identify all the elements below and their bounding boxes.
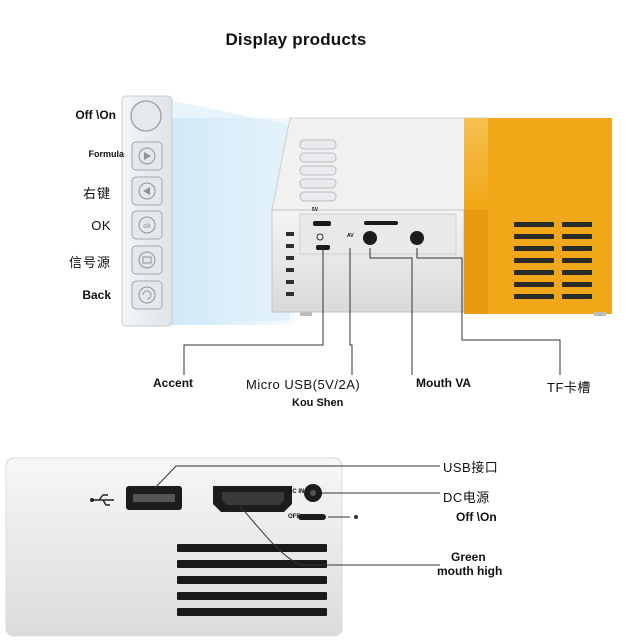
label-green: Green: [451, 550, 486, 564]
label-formula: Formula: [88, 149, 124, 159]
label-ok: OK: [91, 218, 111, 233]
ok-button: ok: [131, 210, 163, 240]
label-mouth-va: Mouth VA: [416, 376, 472, 390]
button-panel: ok: [121, 95, 173, 327]
label-back: Back: [82, 288, 111, 302]
label-micro-usb: Micro USB(5V/2A): [246, 377, 361, 392]
back-button: [131, 280, 163, 310]
av-jack: [410, 231, 424, 245]
label-accent: Accent: [153, 376, 194, 390]
label-tf-slot: TF卡槽: [547, 380, 591, 395]
off-switch: [298, 514, 326, 520]
tf-card-slot: [364, 221, 398, 225]
label-right-key: 右键: [82, 186, 111, 201]
page-title: Display products: [225, 30, 367, 49]
label-off-on: Off \On: [75, 108, 116, 122]
svg-text:ok: ok: [143, 223, 151, 230]
power-indicator: [316, 233, 324, 241]
label-mouth-high: mouth high: [437, 564, 503, 578]
label-signal-source: 信号源: [68, 255, 111, 270]
audio-port: [316, 245, 330, 250]
av-marking: AV: [347, 233, 354, 239]
label-dc-power: DC电源: [443, 490, 490, 505]
dc-in-marking: DC IN: [288, 489, 305, 495]
projector-top-view: [271, 117, 612, 316]
micro-usb-port: [313, 221, 331, 226]
usb-icon: [92, 494, 114, 506]
right-button: [131, 176, 163, 206]
menu-button: [131, 141, 163, 171]
label-usb-port: USB接口: [443, 460, 499, 475]
projector-front-view: [5, 457, 343, 637]
source-button: [131, 245, 163, 275]
audio-jack: [363, 231, 377, 245]
power-button: [130, 100, 162, 132]
label-kou-shen: Kou Shen: [292, 397, 344, 409]
five-v-marking: 5V: [312, 207, 319, 213]
off-marking: OFF: [288, 514, 300, 520]
label-off-on-switch: Off \On: [456, 510, 497, 524]
